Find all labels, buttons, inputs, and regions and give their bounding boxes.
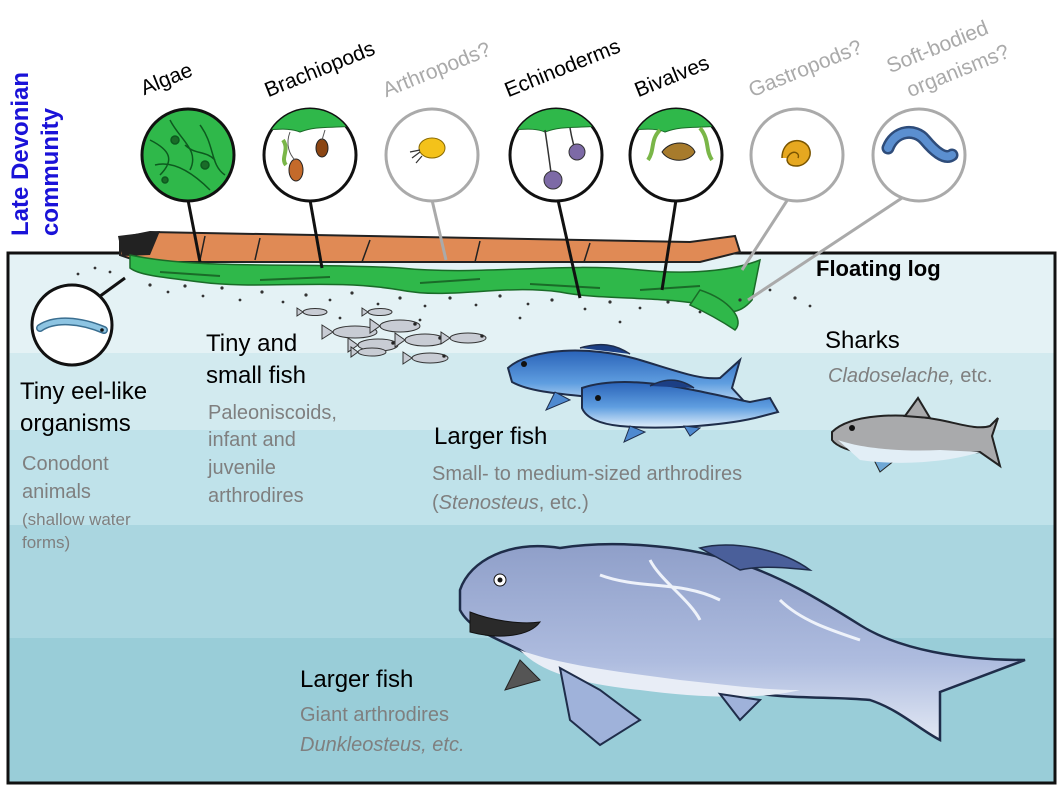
log-body xyxy=(119,230,742,263)
dunkleosteus-fish xyxy=(458,543,1026,747)
sharks-desc: Cladoselache, etc. xyxy=(828,362,993,390)
genus-rest: , etc.) xyxy=(538,492,589,514)
log-char xyxy=(118,231,160,256)
eel-note-1: (shallow water xyxy=(22,510,131,529)
larger-fish-deep-desc-2: Dunkleosteus, etc. xyxy=(300,734,465,756)
brachiopods-circle xyxy=(262,107,358,203)
log-cracks xyxy=(199,235,591,263)
stenosteus-fish xyxy=(506,343,780,443)
small-fish xyxy=(296,307,328,317)
connector-brachiopods xyxy=(308,199,324,269)
small-fish-heading-2: small fish xyxy=(206,362,307,389)
small-fish-heading-1: Tiny and xyxy=(206,330,298,357)
conodont-circle xyxy=(30,283,114,367)
connector-gastropods xyxy=(740,195,792,271)
gastropod-icon xyxy=(781,139,811,167)
log-algae-tail xyxy=(688,289,739,331)
larger-fish-mid-desc-2: (Stenosteus, etc.) xyxy=(432,489,589,517)
small-fish xyxy=(402,351,449,365)
surface-debris xyxy=(76,266,812,324)
larger-fish-mid-desc-1: Small- to medium-sized arthrodires xyxy=(432,463,743,485)
eel-heading-2: organisms xyxy=(20,410,131,437)
eel-desc-2: animals xyxy=(22,481,91,503)
connector-algae xyxy=(186,199,202,263)
connector-echinoderms xyxy=(556,199,582,299)
small-fish xyxy=(369,318,421,334)
worm-icon xyxy=(881,126,959,163)
larger-fish-mid-heading: Larger fish xyxy=(434,423,548,450)
cladoselache-shark xyxy=(831,396,1002,473)
paren-open: ( xyxy=(432,492,439,514)
connector-arthropods xyxy=(430,199,448,261)
gastropods-circle xyxy=(749,107,845,203)
larger-fish-deep-heading: Larger fish xyxy=(300,666,414,693)
diagram-title: Late Devonian community xyxy=(7,71,64,236)
small-fish-desc-1: Paleoniscoids, xyxy=(208,402,337,424)
small-fish xyxy=(361,307,393,317)
connector-worms xyxy=(747,194,906,302)
sharks-heading: Sharks xyxy=(825,327,900,354)
small-fish-school xyxy=(296,307,487,365)
small-fish xyxy=(440,331,487,345)
bivalves-circle xyxy=(628,107,724,203)
genus-cladoselache: Cladoselache, xyxy=(828,365,955,387)
larger-fish-deep-desc-1: Giant arthrodires xyxy=(300,704,449,726)
arthropods-circle xyxy=(384,107,480,203)
genus-stenosteus: Stenosteus xyxy=(438,492,539,514)
sharks-desc-rest: etc. xyxy=(954,365,993,387)
log-algae-shading xyxy=(159,271,701,291)
arthropod-icon xyxy=(409,137,446,164)
floating-log-label: Floating log xyxy=(816,256,941,281)
small-fish-desc-3: juvenile xyxy=(208,457,276,479)
small-fish xyxy=(350,346,387,358)
soft-bodied-circle xyxy=(871,107,967,203)
connector-lines xyxy=(91,194,906,304)
echinoderms-circle xyxy=(508,107,604,203)
algae-circle xyxy=(140,107,236,203)
small-fish-desc-2: infant and xyxy=(208,429,296,451)
eel-note-2: forms) xyxy=(22,533,71,552)
eel-heading-1: Tiny eel-like xyxy=(20,378,148,405)
connector-bivalves xyxy=(660,199,678,291)
conodont-icon xyxy=(36,317,108,334)
floating-log xyxy=(118,230,762,331)
eel-desc-1: Conodont xyxy=(22,453,109,475)
water-layers xyxy=(6,251,1057,785)
small-fish-desc-4: arthrodires xyxy=(208,485,304,507)
algae-icon xyxy=(149,119,226,191)
